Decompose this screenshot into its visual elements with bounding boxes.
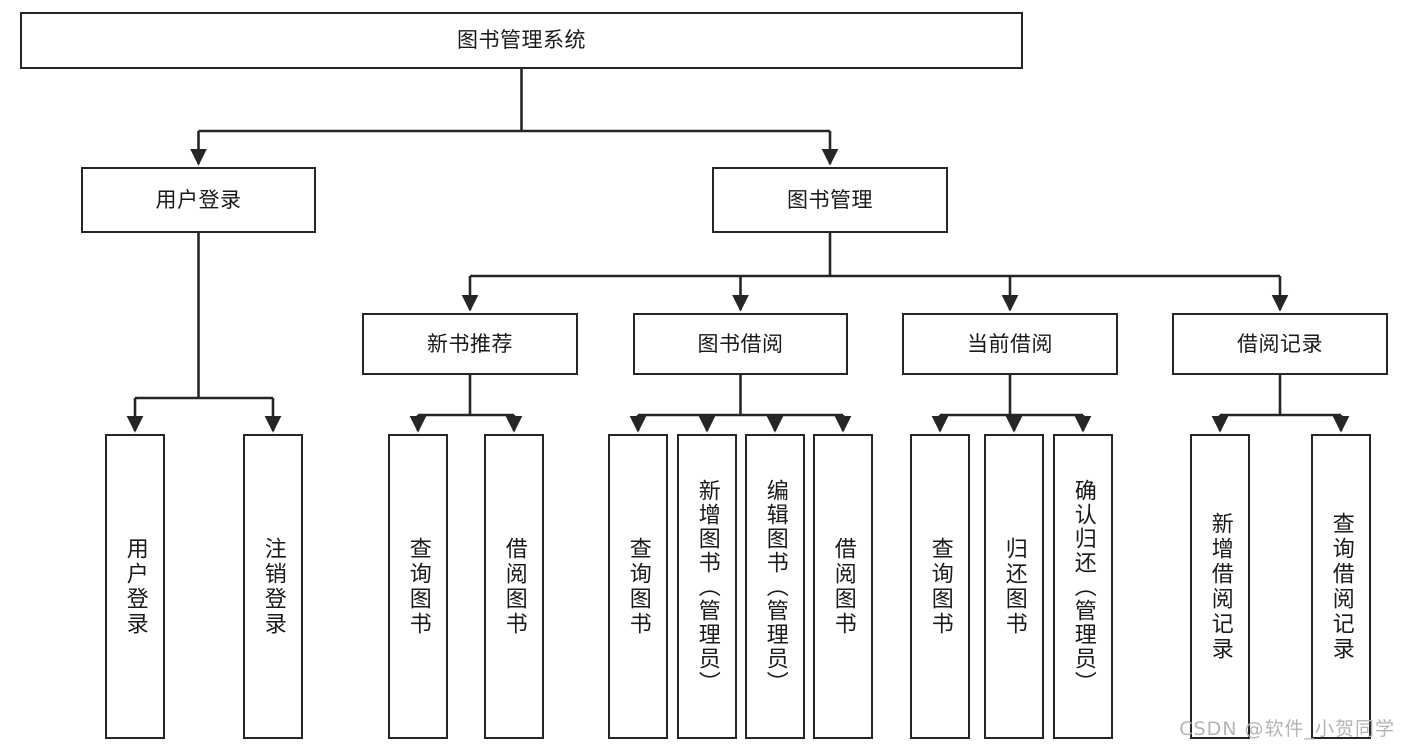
- node-leaf-add-book[interactable]: 新增图书（管理员）: [677, 434, 737, 739]
- node-book-manage[interactable]: 图书管理: [712, 167, 948, 233]
- node-label: 查询图书: [625, 536, 651, 637]
- node-leaf-return-book[interactable]: 归还图书: [984, 434, 1044, 739]
- node-leaf-query-record[interactable]: 查询借阅记录: [1311, 434, 1371, 739]
- node-root-root[interactable]: 图书管理系统: [20, 12, 1023, 69]
- node-label: 借阅图书: [501, 536, 527, 637]
- node-label: 查询图书: [927, 536, 953, 637]
- node-leaf-borrow-book-2[interactable]: 借阅图书: [813, 434, 873, 739]
- node-label: 借阅图书: [830, 536, 856, 637]
- node-label: 新书推荐: [427, 331, 513, 356]
- node-label: 编辑图书（管理员）: [762, 478, 788, 695]
- node-leaf-query-book-3[interactable]: 查询图书: [910, 434, 970, 739]
- node-label: 用户登录: [155, 187, 242, 212]
- node-leaf-user-login[interactable]: 用户登录: [105, 434, 165, 739]
- node-user-login[interactable]: 用户登录: [81, 167, 316, 233]
- node-leaf-query-book-2[interactable]: 查询图书: [608, 434, 668, 739]
- node-book-borrow[interactable]: 图书借阅: [633, 313, 848, 375]
- node-leaf-edit-book[interactable]: 编辑图书（管理员）: [745, 434, 805, 739]
- node-leaf-add-record[interactable]: 新增借阅记录: [1190, 434, 1250, 739]
- watermark-text: CSDN @软件_小贺同学: [1179, 718, 1395, 740]
- node-label: 图书管理系统: [457, 28, 586, 53]
- node-label: 图书管理: [787, 187, 873, 212]
- node-new-book-recommend[interactable]: 新书推荐: [362, 313, 578, 375]
- node-leaf-logout-login[interactable]: 注销登录: [243, 434, 303, 739]
- node-label: 新增借阅记录: [1207, 511, 1233, 662]
- node-label: 确认归还（管理员）: [1070, 478, 1096, 695]
- node-label: 当前借阅: [967, 331, 1053, 356]
- node-leaf-confirm-return[interactable]: 确认归还（管理员）: [1053, 434, 1113, 739]
- node-borrow-record[interactable]: 借阅记录: [1172, 313, 1388, 375]
- node-label: 新增图书（管理员）: [694, 478, 720, 695]
- node-leaf-query-book-1[interactable]: 查询图书: [388, 434, 448, 739]
- node-leaf-borrow-book-1[interactable]: 借阅图书: [484, 434, 544, 739]
- node-label: 图书借阅: [697, 331, 784, 356]
- node-label: 注销登录: [260, 536, 286, 637]
- node-label: 查询借阅记录: [1328, 511, 1354, 662]
- node-current-borrow[interactable]: 当前借阅: [902, 313, 1118, 375]
- node-label: 借阅记录: [1237, 331, 1323, 356]
- node-label: 用户登录: [122, 536, 148, 637]
- node-label: 归还图书: [1001, 536, 1027, 637]
- node-label: 查询图书: [405, 536, 431, 637]
